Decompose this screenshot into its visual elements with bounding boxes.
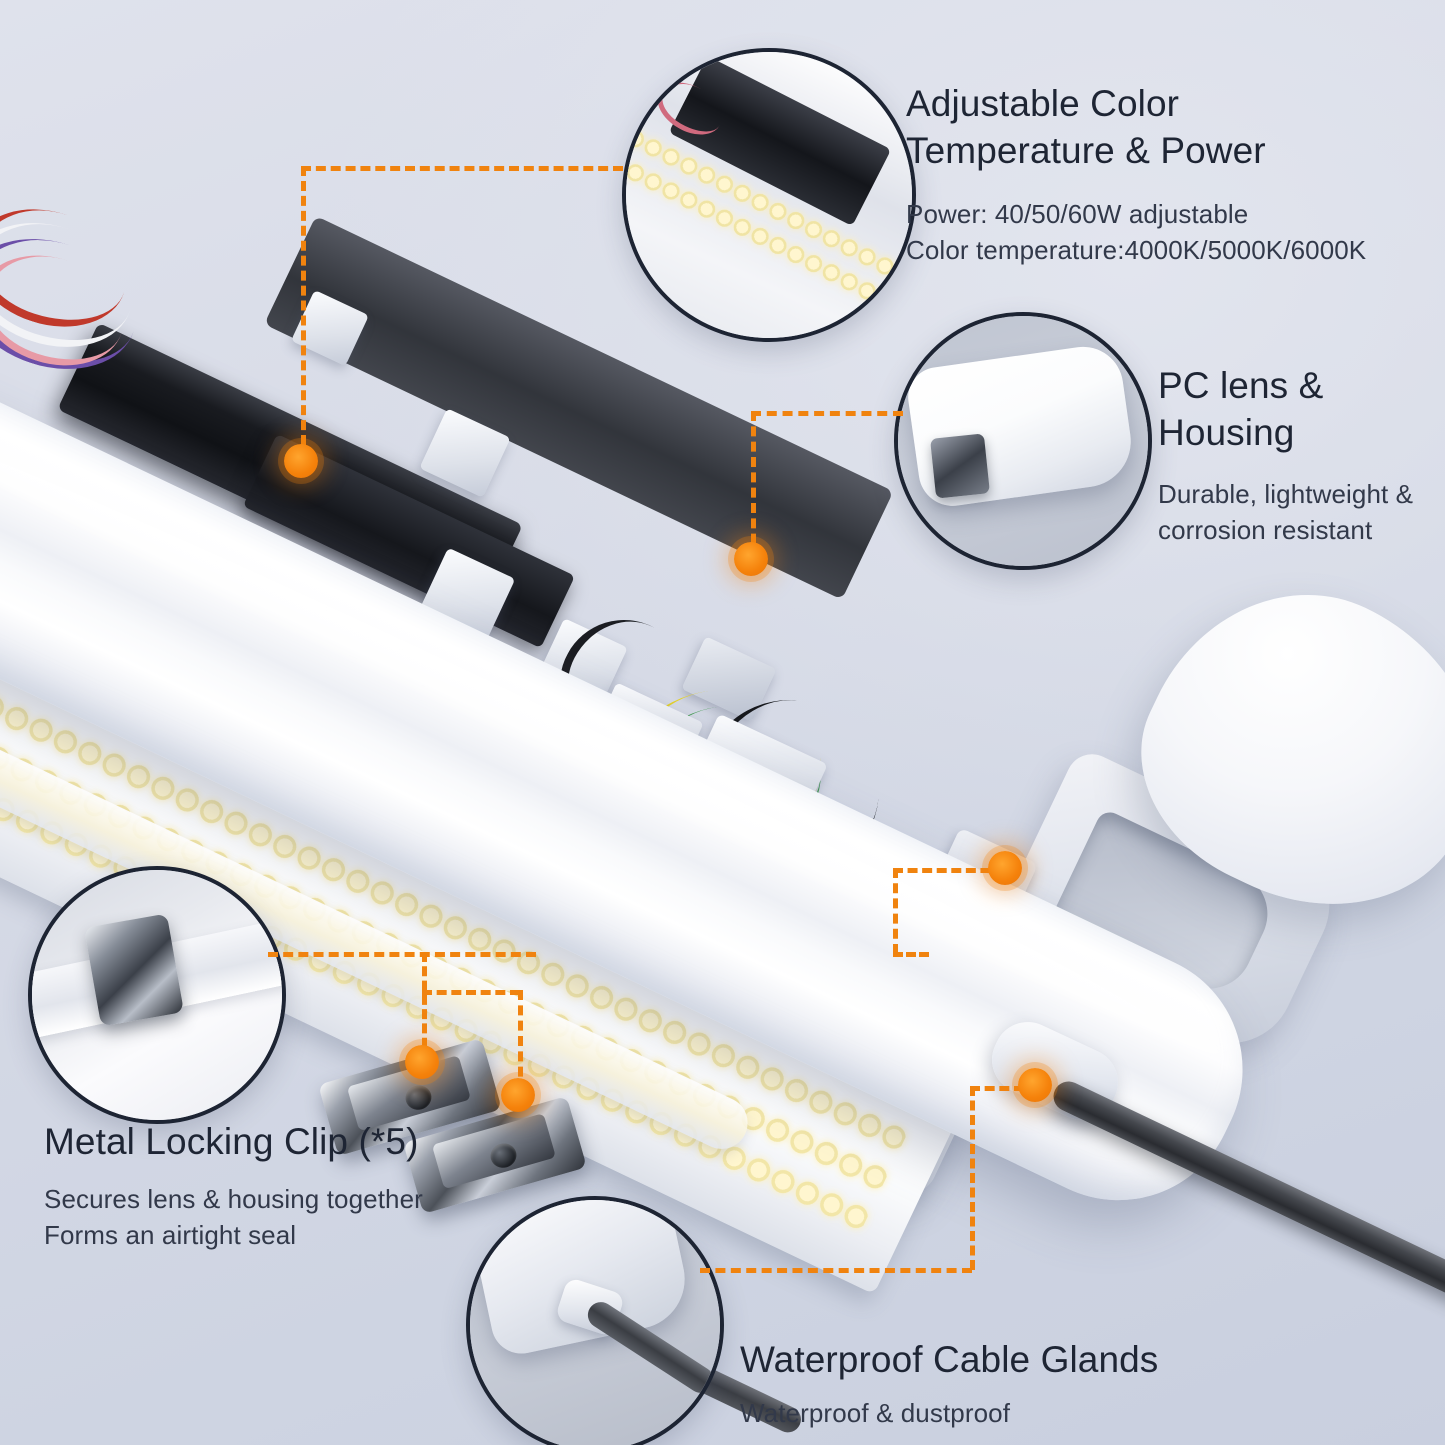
- marker-clip-upper[interactable]: [405, 1045, 439, 1079]
- connector-line-h: [893, 952, 929, 957]
- marker-clip-lower[interactable]: [501, 1078, 535, 1112]
- callout-title: PC lens & Housing: [1158, 365, 1324, 453]
- callout-subtitle: Durable, lightweight & corrosion resista…: [1158, 479, 1414, 545]
- connector-line-h: [268, 952, 536, 957]
- callout-subtitle: Secures lens & housing together Forms an…: [44, 1184, 423, 1250]
- power-cable: [1048, 1076, 1445, 1345]
- connector-line-v: [751, 411, 756, 559]
- callout-title: Adjustable Color Temperature & Power: [906, 83, 1266, 171]
- wire-connector: [538, 618, 628, 704]
- connector-line-h: [700, 1268, 972, 1273]
- pink-wire: [0, 237, 138, 384]
- connector-line-v: [970, 1086, 975, 1270]
- locking-clip-zoom: [930, 433, 990, 499]
- waterproof-cable-gland: [980, 1010, 1130, 1132]
- callout-title: Metal Locking Clip (*5): [44, 1121, 419, 1162]
- callout-text-pc-lens: PC lens & Housing Durable, lightweight &…: [1158, 362, 1445, 548]
- terminal-block: [753, 779, 875, 877]
- black-wire: [537, 597, 711, 771]
- locking-clip-closeup: [32, 870, 282, 1120]
- marker-lens-housing[interactable]: [734, 542, 768, 576]
- housing-mounting-tab: [419, 408, 511, 498]
- wire-connector: [418, 547, 516, 643]
- callout-title: Waterproof Cable Glands: [740, 1339, 1159, 1380]
- purple-wire: [0, 217, 153, 391]
- black-wire: [691, 691, 888, 888]
- callout-bubble-pc-lens: [894, 312, 1152, 570]
- locking-clip-zoom: [83, 913, 185, 1027]
- callout-subtitle: Power: 40/50/60W adjustable Color temper…: [906, 199, 1367, 265]
- callout-bubble-cable-gland: [466, 1196, 724, 1445]
- connector-line-v: [518, 990, 523, 1092]
- red-wire: [0, 190, 142, 346]
- pc-lens-end-cap: [1101, 543, 1445, 957]
- driver-and-led-board-closeup: [626, 52, 912, 338]
- cable-gland-closeup: [470, 1200, 720, 1445]
- marker-cable-gland[interactable]: [1018, 1068, 1052, 1102]
- connector-line-v: [893, 868, 898, 954]
- lens-end-cap-closeup: [898, 316, 1148, 566]
- connector-line-h: [301, 166, 623, 171]
- housing-end-bracket: [989, 745, 1351, 1065]
- marker-driver[interactable]: [284, 444, 318, 478]
- yellow-green-ground-wire: [609, 676, 832, 865]
- callout-bubble-color-temp: [622, 48, 916, 342]
- marker-end-bracket[interactable]: [988, 851, 1022, 885]
- ground-wire-green: [626, 693, 831, 868]
- connector-line-h: [751, 411, 903, 416]
- callout-text-color-temp: Adjustable Color Temperature & Power Pow…: [906, 80, 1426, 268]
- callout-text-metal-clip: Metal Locking Clip (*5) Secures lens & h…: [44, 1118, 474, 1253]
- metal-bracket: [681, 636, 777, 722]
- callout-bubble-metal-clip: [28, 866, 286, 1124]
- connector-line-h: [970, 1086, 1024, 1091]
- terminal-block: [592, 682, 704, 776]
- terminal-block: [692, 713, 828, 823]
- white-wire: [0, 202, 149, 368]
- callout-text-cable-gland: Waterproof Cable Glands Waterproof & dus…: [740, 1336, 1160, 1431]
- connector-line-v: [301, 166, 306, 460]
- callout-subtitle: Waterproof & dustproof: [740, 1398, 1011, 1428]
- connector-line-h: [422, 990, 520, 995]
